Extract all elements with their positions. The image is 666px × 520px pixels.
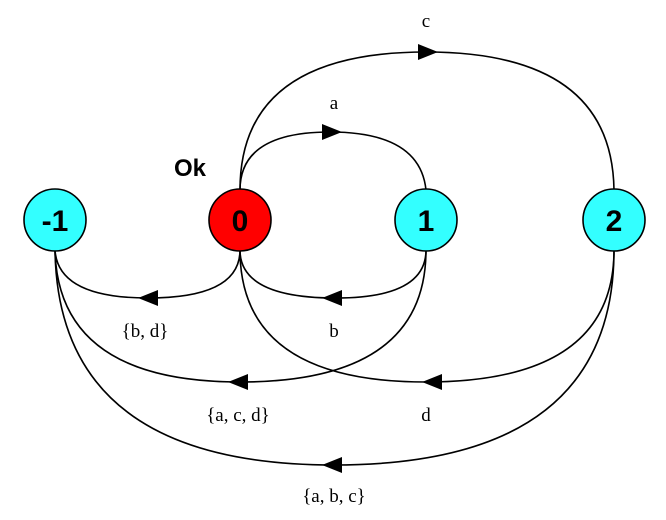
state-2-circle xyxy=(582,188,646,252)
edge-label-0-to-2: c xyxy=(422,11,430,32)
edge-label-1-to-0: b xyxy=(329,321,339,342)
state-0-circle xyxy=(208,188,272,252)
edge-label-1-to-m1: {a, c, d} xyxy=(206,405,270,426)
initial-state-annotation: Ok xyxy=(174,155,207,182)
arrow-1-to-0 xyxy=(322,290,342,306)
state-0-label: 0 xyxy=(232,205,249,238)
arrow-1-to-m1 xyxy=(228,374,248,390)
edge-label-0-to-1: a xyxy=(330,93,339,114)
state-1-label: 1 xyxy=(418,205,435,238)
state-node-0: 0 xyxy=(208,188,272,252)
state-minus1-label: -1 xyxy=(42,205,69,238)
edge-2-to-0 xyxy=(239,249,615,383)
edge-0-to-2 xyxy=(239,51,615,191)
state-2-label: 2 xyxy=(606,205,623,238)
edge-1-to-0 xyxy=(239,249,427,299)
arrow-2-to-0 xyxy=(422,374,442,390)
edge-0-to-m1 xyxy=(54,249,241,299)
edge-2-to-m1 xyxy=(54,249,615,466)
arrow-0-to-2 xyxy=(418,44,438,60)
state-node-2: 2 xyxy=(582,188,646,252)
state-node-1: 1 xyxy=(394,188,458,252)
edge-label-2-to-0: d xyxy=(421,405,431,426)
arrow-0-to-1 xyxy=(322,124,342,140)
state-node-minus1: -1 xyxy=(23,188,87,252)
arrow-0-to-m1 xyxy=(138,290,158,306)
edge-label-0-to-m1: {b, d} xyxy=(122,321,169,342)
state-minus1-circle xyxy=(23,188,87,252)
edge-0-to-1 xyxy=(239,131,427,191)
arrow-2-to-m1 xyxy=(322,457,342,473)
edge-label-2-to-m1: {a, b, c} xyxy=(302,486,366,507)
state-1-circle xyxy=(394,188,458,252)
